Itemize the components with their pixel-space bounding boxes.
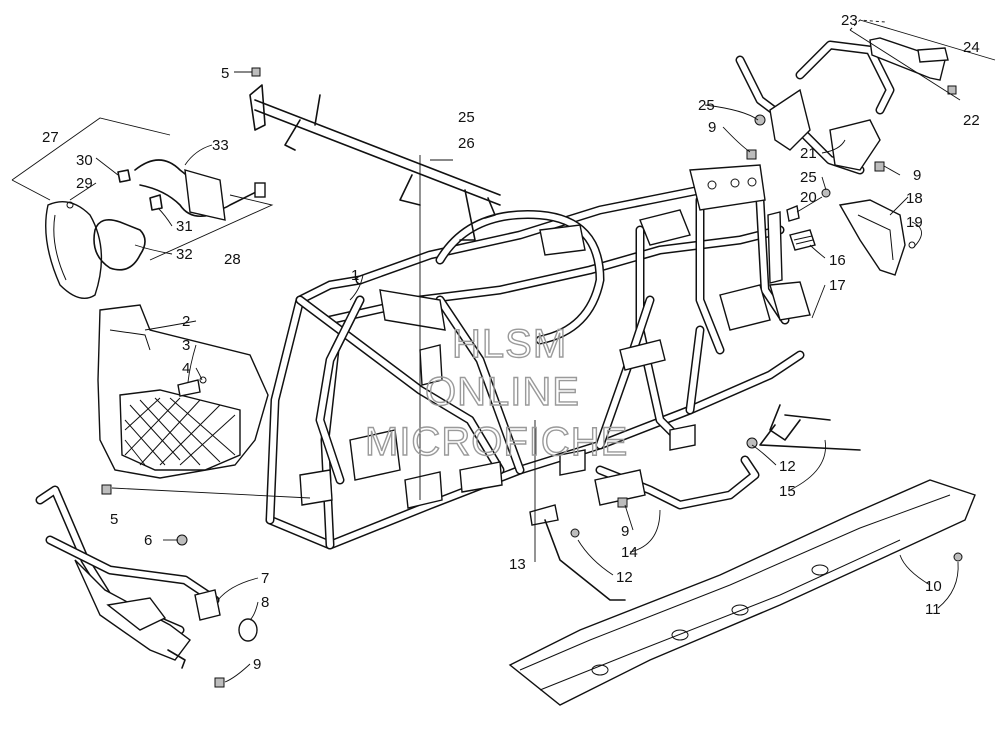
- callout-9-right-mid: 9: [913, 167, 921, 184]
- callout-5-top: 5: [221, 65, 229, 82]
- callout-26: 26: [458, 135, 475, 152]
- callout-15: 15: [779, 483, 796, 500]
- callout-6: 6: [144, 532, 152, 549]
- reflector-18: [838, 199, 916, 276]
- bolt-9-right-top: [746, 149, 757, 160]
- cap-8: [238, 618, 258, 642]
- watermark-line1: HLSM: [452, 322, 567, 366]
- callout-8: 8: [261, 594, 269, 611]
- callout-20: 20: [800, 189, 817, 206]
- bolt-9-bottom: [214, 677, 225, 688]
- bolt-22: [947, 85, 957, 95]
- decal-16: [789, 229, 816, 251]
- leader-lines: [69, 71, 959, 683]
- bolt-5-top: [251, 67, 261, 77]
- bolt-9-center: [617, 497, 628, 508]
- callout-2: 2: [182, 313, 190, 330]
- front-panel: [97, 304, 269, 479]
- callout-27: 27: [42, 129, 59, 146]
- callout-22: 22: [963, 112, 980, 129]
- callout-31: 31: [176, 218, 193, 235]
- callout-28: 28: [224, 251, 241, 268]
- callout-29: 29: [76, 175, 93, 192]
- callout-17: 17: [829, 277, 846, 294]
- callout-13: 13: [509, 556, 526, 573]
- watermark-line2: ONLINE: [425, 370, 580, 414]
- callout-14: 14: [621, 544, 638, 561]
- headlight-assembly: [11, 117, 274, 299]
- skid-plate: [508, 479, 976, 706]
- bracket-13: [529, 504, 559, 526]
- callout-9-bottom: 9: [253, 656, 261, 673]
- bulb-30: [117, 169, 131, 183]
- headlight-gasket: [93, 219, 146, 271]
- clip-20: [786, 205, 800, 222]
- callout-16: 16: [829, 252, 846, 269]
- callout-21: 21: [800, 145, 817, 162]
- callout-3: 3: [182, 337, 190, 354]
- nut-25-right: [754, 114, 766, 126]
- callout-30: 30: [76, 152, 93, 169]
- bracket-3: [177, 379, 201, 397]
- callout-9-center: 9: [621, 523, 629, 540]
- callout-1: 1: [351, 267, 359, 284]
- callout-25-top: 25: [458, 109, 475, 126]
- brake-pedal-assembly: [746, 404, 861, 451]
- watermark-line3: MICROFICHE: [365, 420, 628, 464]
- callout-5-mid: 5: [110, 511, 118, 528]
- front-bumper: [35, 484, 258, 688]
- callout-7: 7: [261, 570, 269, 587]
- bolt-12-right: [746, 437, 758, 449]
- callouts: 5 27 30 29 33 31 32 28 2 3 4 5 6 7 8 9 1…: [42, 12, 980, 673]
- callout-24: 24: [963, 39, 980, 56]
- callout-9-right-top: 9: [708, 119, 716, 136]
- nut-25-mid: [821, 188, 831, 198]
- main-frame: [265, 164, 811, 550]
- watermark: HLSM ONLINE MICROFICHE: [364, 321, 628, 464]
- callout-32: 32: [176, 246, 193, 263]
- front-cross-bracket: [249, 67, 501, 241]
- footrest-assembly: [529, 455, 760, 601]
- bolt-5-mid: [101, 484, 112, 495]
- callout-25-right: 25: [698, 97, 715, 114]
- callout-4: 4: [182, 360, 190, 377]
- bolt-12-bottom: [570, 528, 580, 538]
- bracket-23: [869, 37, 946, 81]
- bulb-31: [149, 194, 163, 211]
- callout-23: 23: [841, 12, 858, 29]
- callout-12-right: 12: [779, 458, 796, 475]
- plate-24: [917, 47, 949, 63]
- nut-6: [176, 534, 188, 546]
- callout-10: 10: [925, 578, 942, 595]
- callout-19: 19: [906, 214, 923, 231]
- rear-rack-bracket: [735, 19, 996, 222]
- grille-mesh: [124, 397, 236, 466]
- callout-11: 11: [925, 601, 941, 618]
- callout-18: 18: [906, 190, 923, 207]
- bolt-9-right-mid: [874, 161, 885, 172]
- headlight-lens: [45, 201, 103, 299]
- bolt-11: [953, 552, 963, 562]
- callout-33: 33: [212, 137, 229, 154]
- callout-25-mid: 25: [800, 169, 817, 186]
- callout-12-bottom: 12: [616, 569, 633, 586]
